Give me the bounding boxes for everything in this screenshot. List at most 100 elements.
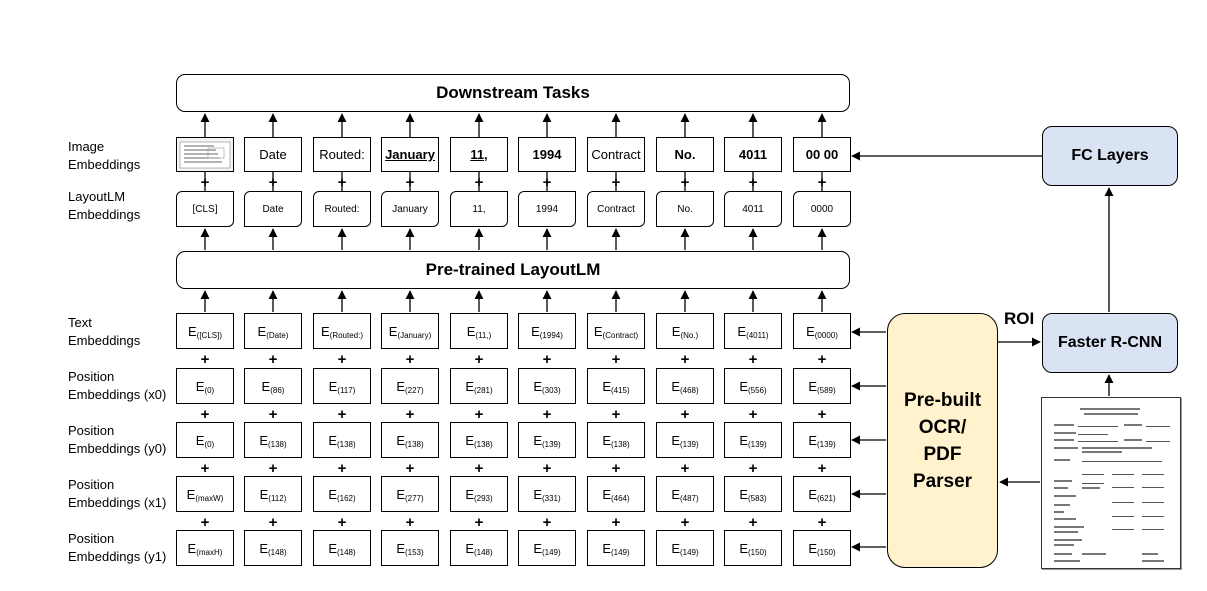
layoutlm-embedding-token: 1994	[518, 191, 576, 227]
embedding-subscript: (464)	[610, 493, 630, 503]
plus-sign: +	[817, 514, 827, 531]
y0-embedding-token: E(139)	[793, 422, 851, 458]
embedding-subscript: (maxH)	[196, 547, 223, 557]
text-embedding-token: E(0000)	[793, 313, 851, 349]
text-embedding-token: E(Routed:)	[313, 313, 371, 349]
plus-sign: +	[200, 351, 210, 368]
embedding-subscript: (139)	[679, 439, 699, 449]
embedding-subscript: (1994)	[539, 330, 563, 340]
fc-layers-label: FC Layers	[1071, 147, 1149, 164]
embedding-letter: E	[739, 378, 748, 394]
embedding-subscript: (86)	[270, 385, 285, 395]
embedding-subscript: (293)	[473, 493, 493, 503]
roi-label: ROI	[1004, 309, 1035, 328]
faster-rcnn-box: Faster R-CNN	[1042, 313, 1178, 373]
embedding-subscript: (583)	[747, 493, 767, 503]
layoutlm-token-text: Routed:	[324, 203, 360, 215]
layoutlm-embedding-token: 11,	[450, 191, 508, 227]
embedding-letter: E	[602, 540, 611, 556]
image-embedding-token: 00 00	[793, 137, 851, 172]
plus-sign: +	[268, 406, 278, 423]
embedding-letter: E	[388, 323, 398, 339]
x1-embedding-token: E(162)	[313, 476, 371, 512]
document-image	[1041, 397, 1181, 569]
plus-sign: +	[268, 351, 278, 368]
embedding-letter: E	[396, 432, 405, 448]
x1-embedding-token: E(487)	[656, 476, 714, 512]
embedding-letter: E	[259, 432, 268, 448]
plus-sign: +	[200, 514, 210, 531]
embedding-subscript: (0)	[204, 439, 215, 449]
x0-embedding-token: E(281)	[450, 368, 508, 404]
embedding-letter: E	[259, 486, 269, 502]
y1-embedding-token: E(153)	[381, 530, 439, 566]
image-token-text: Date	[259, 147, 287, 162]
embedding-letter: E	[602, 432, 611, 448]
x0-embedding-token: E(303)	[518, 368, 576, 404]
row-label-layout: LayoutLM Embeddings	[68, 189, 141, 222]
embedding-letter: E	[671, 378, 680, 394]
plus-sign: +	[748, 174, 758, 191]
pretrained-layoutlm-label: Pre-trained LayoutLM	[425, 260, 601, 279]
plus-sign: +	[542, 174, 552, 191]
embedding-subscript: (162)	[336, 493, 356, 503]
embedding-letter: E	[806, 323, 815, 339]
embedding-letter: E	[465, 486, 474, 502]
embedding-subscript: (112)	[268, 493, 287, 503]
embedding-subscript: (117)	[337, 385, 356, 395]
embedding-subscript: (139)	[747, 439, 767, 449]
plus-sign: +	[680, 351, 690, 368]
embedding-letter: E	[808, 540, 817, 556]
layoutlm-embedding-token: [CLS]	[176, 191, 234, 227]
embedding-subscript: (139)	[816, 439, 836, 449]
embedding-letter: E	[328, 432, 337, 448]
layoutlm-token-text: 1994	[535, 203, 559, 215]
y0-embedding-token: E(138)	[450, 422, 508, 458]
plus-sign: +	[542, 460, 552, 477]
embedding-subscript: (277)	[404, 493, 424, 503]
embedding-subscript: (149)	[610, 547, 630, 557]
plus-sign: +	[474, 460, 484, 477]
embedding-subscript: (331)	[541, 493, 561, 503]
embedding-subscript: (4011)	[746, 330, 769, 340]
layoutlm-token-text: [CLS]	[192, 203, 218, 215]
plus-sign: +	[542, 351, 552, 368]
image-embedding-token: No.	[656, 137, 714, 172]
embedding-subscript: (11,)	[475, 330, 492, 340]
plus-sign: +	[542, 406, 552, 423]
plus-sign: +	[268, 514, 278, 531]
embedding-letter: E	[328, 540, 337, 556]
fc-layers-box: FC Layers	[1042, 126, 1178, 186]
y1-embedding-token: E(148)	[313, 530, 371, 566]
image-embedding-token: Contract	[587, 137, 645, 172]
embedding-letter: E	[533, 540, 542, 556]
embedding-subscript: (556)	[747, 385, 767, 395]
plus-sign: +	[474, 406, 484, 423]
downstream-tasks-label: Downstream Tasks	[436, 83, 590, 102]
text-embedding-token: E([CLS])	[176, 313, 234, 349]
x0-embedding-token: E(86)	[244, 368, 302, 404]
embedding-subscript: (Routed:)	[329, 330, 364, 340]
embedding-subscript: (138)	[610, 439, 630, 449]
layoutlm-token-text: No.	[677, 203, 693, 215]
y0-embedding-token: E(138)	[313, 422, 371, 458]
text-embedding-token: E(Contract)	[587, 313, 645, 349]
embedding-subscript: (468)	[679, 385, 699, 395]
embedding-subscript: (138)	[473, 439, 493, 449]
embedding-subscript: (149)	[679, 547, 699, 557]
image-embedding-token: Routed:	[313, 137, 371, 172]
embedding-letter: E	[739, 540, 748, 556]
plus-sign: +	[474, 351, 484, 368]
plus-sign: +	[405, 351, 415, 368]
row-label-y0: Position Embeddings (y0)	[68, 423, 167, 456]
plus-sign: +	[200, 406, 210, 423]
plus-sign: +	[268, 174, 278, 191]
y1-embedding-token: E(149)	[587, 530, 645, 566]
layoutlm-embedding-token: 0000	[793, 191, 851, 227]
plus-sign: +	[817, 351, 827, 368]
image-embedding-token: 11,	[450, 137, 508, 172]
embedding-subscript: (150)	[816, 547, 836, 557]
layoutlm-token-text: January	[392, 203, 428, 215]
plus-sign: +	[337, 406, 347, 423]
